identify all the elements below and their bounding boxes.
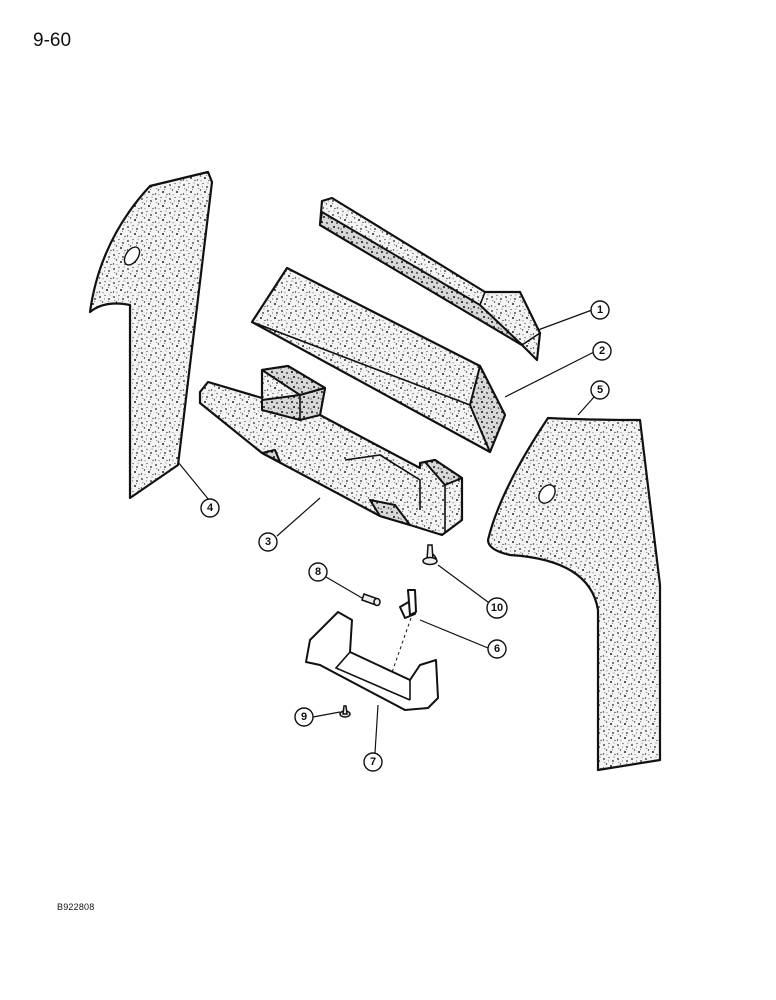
callout-6: 6 (487, 639, 507, 659)
callout-5: 5 (590, 380, 610, 400)
part-10-push-fastener (422, 544, 438, 566)
leader-3 (276, 497, 321, 537)
callout-1-label: 1 (597, 304, 603, 316)
part-1-upper-trim (318, 196, 542, 362)
leader-1 (537, 309, 593, 331)
callout-9: 9 (294, 707, 314, 727)
callout-4-label: 4 (207, 502, 214, 514)
callout-1: 1 (590, 300, 610, 320)
callout-10: 10 (486, 597, 508, 619)
part-2-wedge-trim (250, 266, 507, 454)
callout-8: 8 (308, 562, 328, 582)
page-number: 9-60 (33, 30, 72, 51)
leader-5 (577, 396, 595, 416)
callout-7: 7 (363, 752, 383, 772)
part-6-bracket (389, 589, 417, 679)
leader-10 (437, 564, 493, 606)
part-9-screw (339, 705, 351, 718)
part-3-lower-console-trim (198, 364, 464, 537)
part-8-pin (361, 593, 381, 607)
callout-2-label: 2 (599, 345, 605, 357)
callout-8-label: 8 (315, 566, 321, 578)
callout-7-label: 7 (370, 756, 376, 768)
callout-4: 4 (200, 498, 220, 518)
callout-5-label: 5 (597, 384, 603, 396)
callout-3: 3 (258, 532, 278, 552)
callout-6-label: 6 (494, 643, 500, 655)
leader-4 (177, 461, 210, 501)
part-5-right-side-panel (486, 416, 662, 772)
leader-8 (325, 576, 363, 599)
callout-2: 2 (592, 341, 612, 361)
part-7-tray (305, 611, 439, 711)
callout-3-label: 3 (265, 536, 271, 548)
part-4-left-side-panel (88, 170, 214, 500)
panel-5-hole (538, 484, 556, 504)
leader-6 (419, 619, 489, 649)
leader-7 (374, 704, 379, 754)
callout-10-label: 10 (491, 602, 503, 614)
panel-4-hole (123, 246, 141, 266)
callout-9-label: 9 (301, 711, 307, 723)
leader-2 (504, 351, 595, 398)
figure-code: B922808 (57, 902, 95, 912)
leader-9 (312, 711, 341, 718)
